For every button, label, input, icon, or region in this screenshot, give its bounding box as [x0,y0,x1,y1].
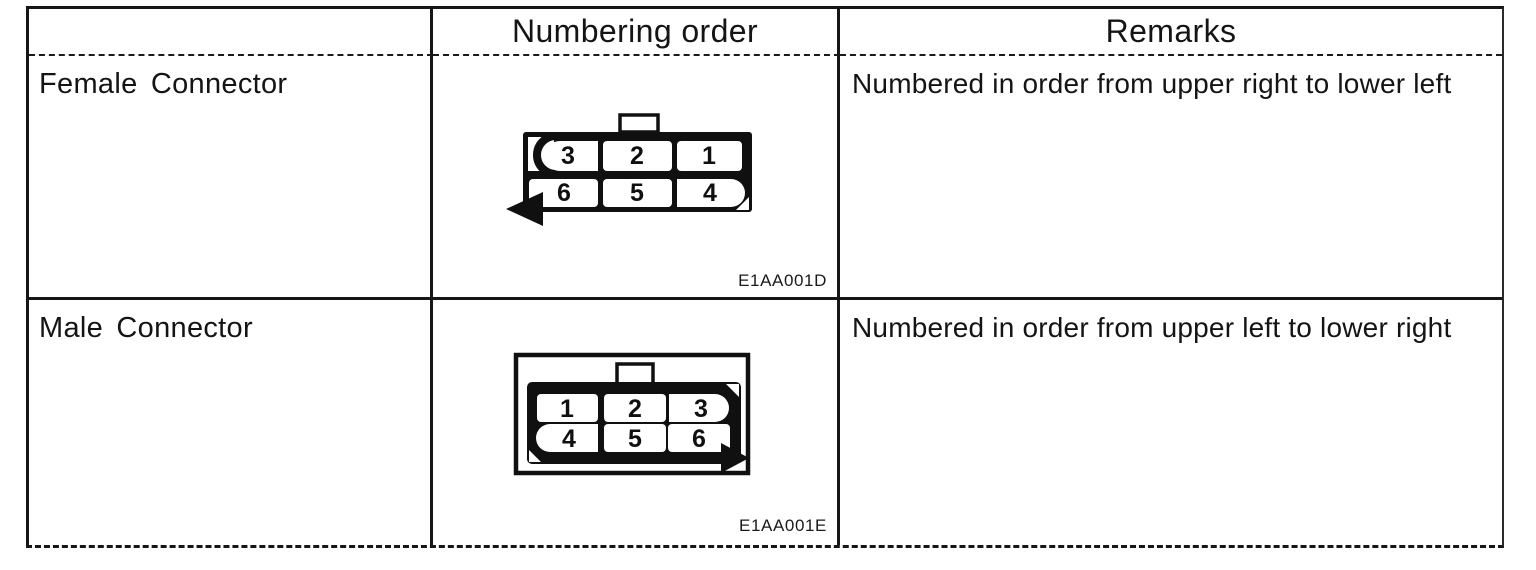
pin-cell-5 [604,424,666,452]
pin-number: 5 [630,179,644,207]
row-male-label-cell: Male Connector [29,300,433,545]
female-remark-text: Numbered in order from upper right to lo… [852,68,1452,99]
pin-number: 3 [561,142,575,170]
male-connector-figure: 1 2 3 4 5 6 [513,352,751,476]
pin-number: 2 [628,395,642,423]
pin-number: 1 [702,142,716,170]
pin-cell-3 [545,141,598,171]
pin-cell-6 [529,179,598,207]
connector-numbering-table: Numbering order Remarks Female Connector [26,6,1504,548]
pin-number: 1 [560,395,574,423]
header-cell-connector [29,9,433,56]
figure-code: E1AA001E [739,516,827,535]
row-female-figure-cell: 3 2 1 6 5 4 E1AA001D [433,56,840,300]
pin-cell-6 [668,424,730,452]
band-corner-notch [726,384,739,397]
numbering-arrow-right-icon [721,443,749,473]
connector-tab [618,113,660,134]
female-connector-figure: 3 2 1 6 5 4 [506,113,752,226]
female-connector-label: Female Connector [39,68,288,100]
pin-number: 6 [692,425,706,453]
row-female-label-cell: Female Connector [29,56,433,300]
pin-number: 2 [630,142,644,170]
numbering-order-heading: Numbering order [511,13,759,49]
figure-code: E1AA001D [738,271,827,290]
pin-number: 6 [557,179,571,207]
male-connector-label: Male Connector [39,312,253,344]
pin-cell-2 [603,141,672,171]
pin-cell-1 [537,394,598,422]
pin-cell-1 [677,141,742,171]
arrow-u-turn-band [533,132,605,178]
numbering-arrow-left-icon [506,192,543,226]
header-cell-numbering-order: Numbering order [433,9,840,56]
pin-cell-4 [536,424,598,452]
row-female-remark-cell: Numbered in order from upper right to lo… [840,56,1502,300]
remarks-heading: Remarks [1105,13,1237,49]
pin-number: 4 [562,425,576,453]
pin-cell-3 [669,394,729,422]
header-cell-remarks: Remarks [840,9,1502,56]
pin-cell-5 [603,179,672,207]
pin-number: 3 [694,395,708,423]
connector-tab [615,362,655,386]
male-remark-text: Numbered in order from upper left to low… [852,312,1452,343]
row-male-figure-cell: 1 2 3 4 5 6 E1AA001E [433,300,840,545]
band-corner-notch [529,450,541,462]
band-corner-notch [736,197,749,210]
pin-number: 5 [628,425,642,453]
row-male-remark-cell: Numbered in order from upper left to low… [840,300,1502,545]
pin-number: 4 [703,179,717,207]
pin-cell-2 [604,394,666,422]
pin-cell-4 [677,179,745,207]
